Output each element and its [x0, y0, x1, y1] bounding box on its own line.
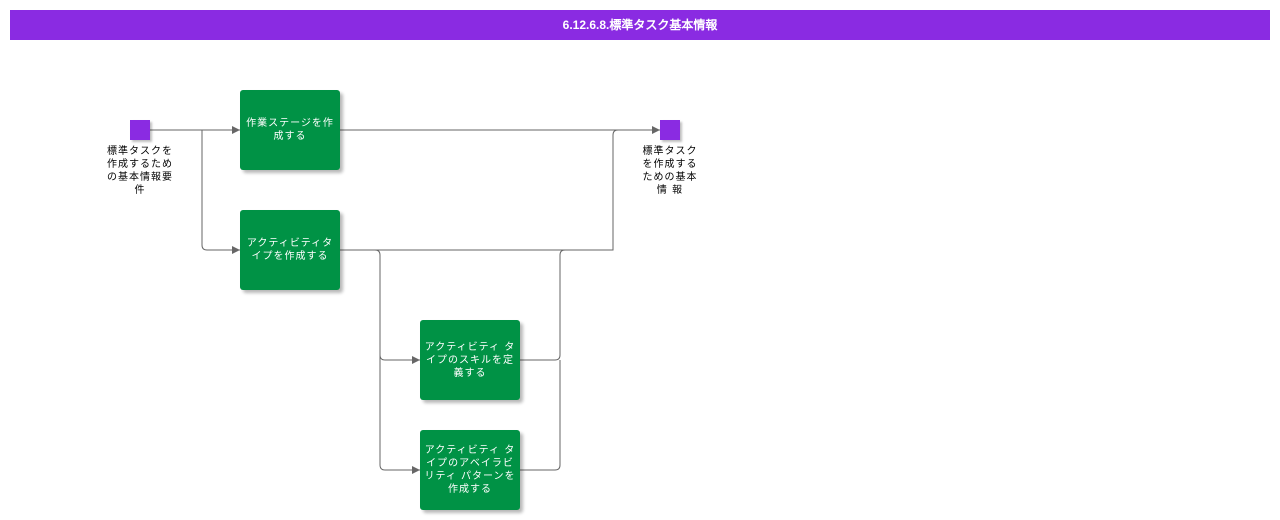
task-define-skills[interactable]: アクティビティ タイプのスキルを定義する — [420, 320, 520, 400]
flow-start-to-activity-type[interactable] — [201, 130, 240, 254]
diagram-title: 6.12.6.8.標準タスク基本情報 — [10, 10, 1270, 40]
end-event[interactable] — [660, 120, 680, 140]
start-event-label: 標準タスクを作成するための基本情報要件 — [107, 146, 173, 196]
flow-activity-type-merge[interactable] — [340, 129, 619, 251]
task-create-availability-pattern[interactable]: アクティビティ タイプのアベイラビリティ パターンを作成する — [420, 430, 520, 510]
task-create-activity-type[interactable]: アクティビティタイプを作成する — [240, 210, 340, 290]
flow-activity-type-to-define-skills[interactable] — [340, 249, 420, 364]
flow-availability-merge[interactable] — [520, 360, 561, 471]
end-event-label: 標準タスクを作成するための基本情 報 — [642, 146, 698, 196]
flow-define-skills-merge[interactable] — [520, 249, 566, 361]
start-event[interactable] — [130, 120, 150, 140]
task-create-work-stage[interactable]: 作業ステージを作成する — [240, 90, 340, 170]
flow-activity-type-to-availability[interactable] — [379, 355, 420, 474]
